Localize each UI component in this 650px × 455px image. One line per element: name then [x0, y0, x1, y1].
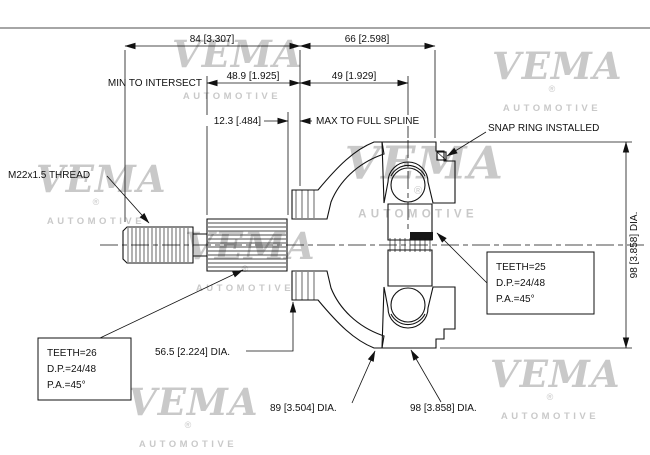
- vema-logo-text: VEMA: [490, 352, 621, 396]
- shaft-neck: [193, 233, 207, 257]
- dim-label-98-bottom: 98 [3.858] DIA.: [410, 403, 477, 414]
- leader-dia-89: [351, 350, 376, 404]
- vema-logo-subtext: AUTOMOTIVE: [138, 439, 238, 450]
- registered-mark: ®: [228, 72, 236, 82]
- text-mask: [203, 115, 263, 126]
- spec-shaft-dp: D.P.=24/48: [47, 364, 96, 375]
- dim-label-84: 84 [3.307]: [190, 34, 235, 45]
- dim-label-56-5: 56.5 [2.224] DIA.: [155, 347, 230, 358]
- dim-label-89: 89 [3.504] DIA.: [270, 403, 337, 414]
- vema-logo-subtext: AUTOMOTIVE: [182, 91, 282, 102]
- vema-watermark: VEMA® AUTOMOTIVE: [128, 384, 258, 450]
- spec-shaft-pa: P.A.=45°: [47, 380, 86, 391]
- leader-snap-ring: [446, 131, 487, 157]
- bearing-ball: [390, 167, 426, 203]
- vema-logo-text: VEMA: [492, 44, 623, 88]
- vema-logo-subtext: AUTOMOTIVE: [502, 103, 602, 114]
- bore-spline-teeth: [389, 238, 431, 252]
- leader-dia-56-5: [246, 301, 297, 352]
- vema-watermark: VEMA® AUTOMOTIVE: [36, 161, 166, 227]
- cage-arc: [390, 164, 426, 177]
- dim-label-49: 49 [1.929]: [332, 71, 377, 82]
- thread-texture: [127, 228, 189, 262]
- registered-mark: ®: [92, 197, 100, 207]
- splined-shaft: [206, 218, 288, 272]
- leader-dia-98: [410, 349, 442, 403]
- label-snap-ring-installed: SNAP RING INSTALLED: [488, 123, 599, 134]
- vema-logo-subtext: AUTOMOTIVE: [358, 207, 478, 222]
- dimension-lines: [124, 42, 630, 349]
- label-thread: M22x1.5 THREAD: [8, 170, 90, 181]
- vema-logo-text: VEMA: [344, 135, 505, 190]
- vema-logo-subtext: AUTOMOTIVE: [195, 283, 295, 294]
- spline-texture: [208, 222, 286, 268]
- dim-label-98-side: 98 [3.858] DIA.: [629, 212, 640, 279]
- spline-mesh-dark-band: [410, 232, 433, 240]
- vema-watermark: VEMA® AUTOMOTIVE: [172, 36, 302, 102]
- spec-outer-dp: D.P.=24/48: [496, 278, 545, 289]
- spec-outer-pa: P.A.=45°: [496, 294, 535, 305]
- vema-logo-text: VEMA: [36, 157, 167, 201]
- vema-watermark: VEMA® AUTOMOTIVE: [492, 48, 622, 114]
- outer-race-section: [381, 141, 456, 204]
- spec-box-shaft-spline: TEETH=26 D.P.=24/48 P.A.=45°: [37, 337, 132, 401]
- housing-section-half: [291, 141, 456, 241]
- label-max-to-full-spline: MAX TO FULL SPLINE: [316, 116, 420, 127]
- leader-shaft-spec: [99, 269, 244, 339]
- bell-wall-section: [291, 141, 385, 220]
- registered-mark: ®: [184, 420, 192, 430]
- spec-shaft-teeth: TEETH=26: [47, 348, 97, 359]
- leader-thread: [106, 175, 150, 224]
- leader-lines: [99, 131, 488, 404]
- registered-mark: ®: [548, 84, 556, 94]
- registered-mark: ®: [413, 184, 423, 197]
- leader-outer-race-spec: [436, 232, 488, 284]
- threaded-shaft: [122, 226, 207, 264]
- spec-outer-teeth: TEETH=25: [496, 262, 546, 273]
- housing-section-mirrored: [291, 249, 456, 349]
- label-min-to-intersect: MIN TO INTERSECT: [108, 78, 202, 89]
- vema-logo-subtext: AUTOMOTIVE: [46, 216, 146, 227]
- registered-mark: ®: [241, 264, 249, 274]
- dim-label-12-3: 12.3 [.484]: [214, 116, 261, 127]
- spec-box-outer-race: TEETH=25 D.P.=24/48 P.A.=45°: [486, 251, 595, 315]
- dim-label-48-9: 48.9 [1.925]: [227, 71, 280, 82]
- vema-logo-subtext: AUTOMOTIVE: [500, 411, 600, 422]
- vema-logo-text: VEMA: [172, 32, 303, 76]
- vema-watermark: VEMA® AUTOMOTIVE: [345, 140, 503, 222]
- boot-groove-ridges: [295, 190, 315, 218]
- dim-label-66: 66 [2.598]: [345, 34, 390, 45]
- vema-logo-text: VEMA: [128, 380, 259, 424]
- text-mask: [314, 115, 412, 126]
- snap-ring: [436, 151, 447, 161]
- registered-mark: ®: [546, 392, 554, 402]
- vema-watermark: VEMA® AUTOMOTIVE: [490, 356, 620, 422]
